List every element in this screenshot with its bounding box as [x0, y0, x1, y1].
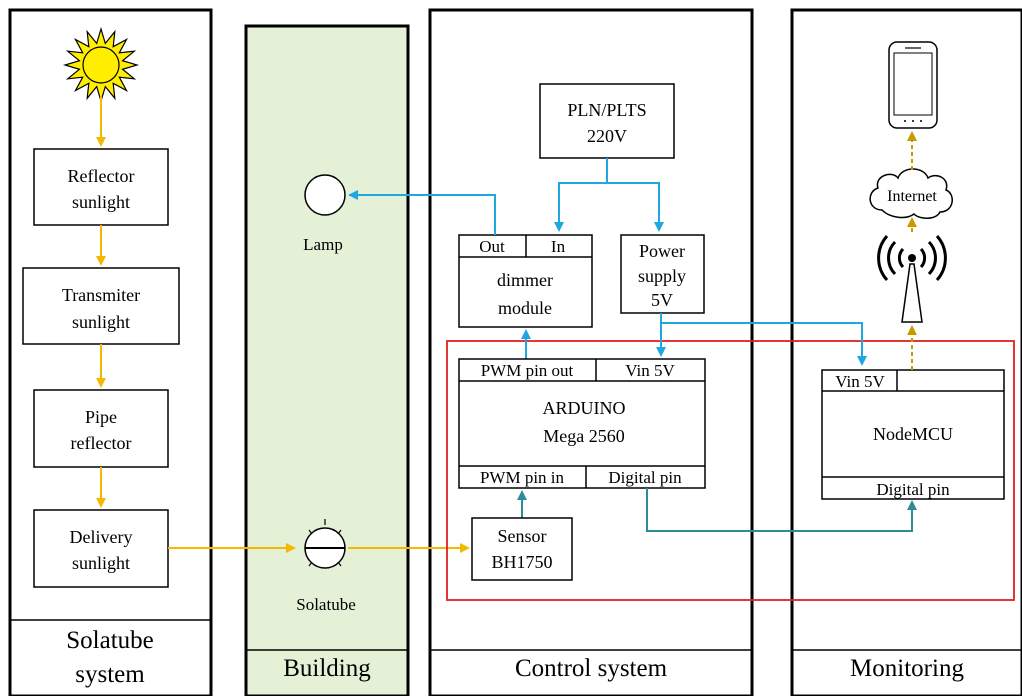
nodemcu-vin-port: Vin 5V [835, 372, 885, 391]
internet-label: Internet [887, 188, 937, 205]
psu-label-3: 5V [651, 290, 673, 310]
arduino-label-2: Mega 2560 [543, 426, 624, 446]
pipe-reflector-box [33, 389, 169, 468]
psu-label-1: Power [639, 241, 685, 261]
pipe-label-2: reflector [71, 433, 132, 453]
dimmer-label-1: dimmer [497, 270, 553, 290]
transmiter-label-2: sunlight [72, 312, 130, 332]
solatube-title-line2: system [75, 661, 145, 688]
arduino-pwm-out-port: PWM pin out [481, 361, 574, 380]
delivery-sunlight-box [33, 509, 169, 588]
internet-cloud-icon [869, 168, 953, 219]
nodemcu-label: NodeMCU [873, 424, 953, 444]
solatube-column [8, 8, 213, 696]
sun-icon [62, 26, 140, 104]
lamp-icon [304, 174, 346, 216]
delivery-label-1: Delivery [70, 527, 133, 547]
arduino-digital-port: Digital pin [608, 468, 682, 487]
dimmer-label-2: module [498, 298, 552, 318]
solatube-title-line1: Solatube [66, 627, 154, 654]
dimmer-out-port: Out [479, 237, 505, 256]
wifi-antenna-icon [877, 235, 947, 323]
reflector-label-1: Reflector [68, 166, 135, 186]
solatube-label: Solatube [296, 595, 356, 614]
dimmer-in-port: In [551, 237, 566, 256]
delivery-label-2: sunlight [72, 553, 130, 573]
reflector-sunlight-box [33, 148, 169, 226]
sensor-label-1: Sensor [498, 526, 547, 546]
psu-label-2: supply [638, 266, 686, 286]
transmiter-label-1: Transmiter [62, 285, 140, 305]
nodemcu-digital-port: Digital pin [876, 480, 950, 499]
sensor-label-2: BH1750 [491, 552, 552, 572]
building-column [244, 24, 410, 696]
solatube-icon [304, 519, 346, 569]
arduino-vin-port: Vin 5V [625, 361, 675, 380]
pipe-label-1: Pipe [85, 407, 117, 427]
source-label-2: 220V [587, 126, 627, 146]
arduino-pwm-in-port: PWM pin in [480, 468, 565, 487]
transmiter-sunlight-box [22, 267, 180, 345]
dimmer-module-box [458, 234, 593, 328]
control-title: Control system [515, 655, 668, 682]
pln-source-box [539, 83, 675, 159]
building-title: Building [283, 655, 371, 682]
sensor-bh1750-box [471, 517, 573, 581]
smartphone-icon [888, 41, 938, 129]
reflector-label-2: sunlight [72, 192, 130, 212]
arduino-label-1: ARDUINO [543, 398, 626, 418]
system-boundary [446, 340, 1015, 601]
monitoring-title: Monitoring [850, 655, 964, 682]
power-supply-box [620, 234, 705, 314]
lamp-label: Lamp [303, 235, 343, 254]
source-label-1: PLN/PLTS [567, 100, 646, 120]
